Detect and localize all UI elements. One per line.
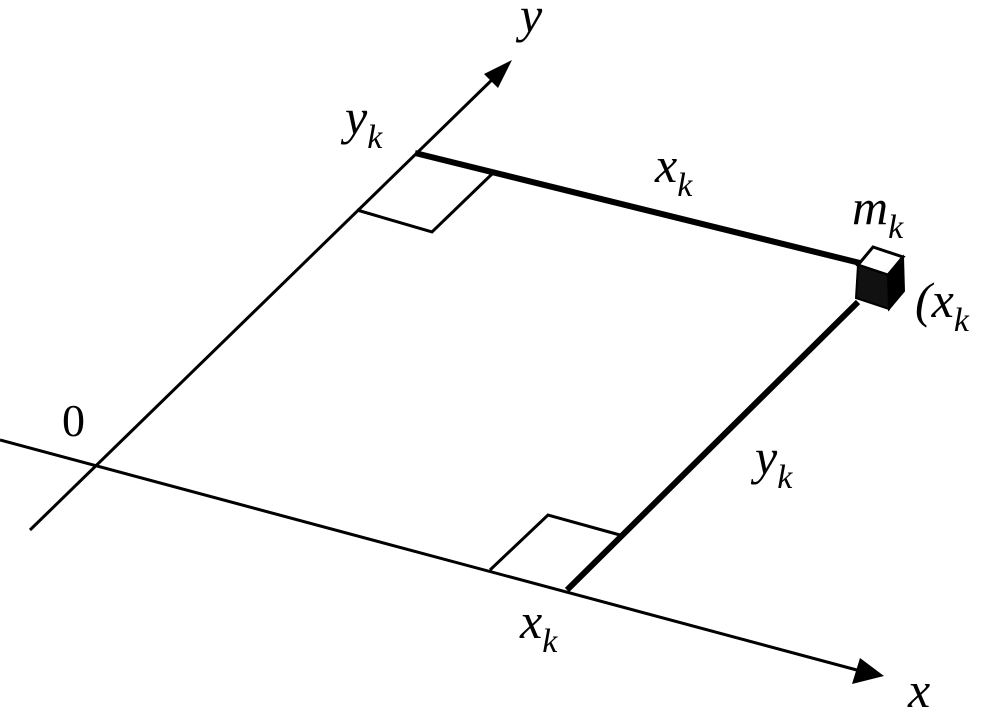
x-tick-label: xk: [520, 593, 557, 659]
x-tick-sub: k: [542, 623, 558, 660]
right-angle-marker-top: [356, 172, 494, 234]
x-axis-line: [0, 438, 869, 675]
right-edge-label: yk: [755, 429, 792, 495]
point-mass-cube: [854, 245, 906, 312]
y-tick-label: yk: [345, 89, 382, 155]
right-edge-line: [564, 299, 861, 593]
y-axis-label: y: [520, 0, 543, 43]
x-tick-base: x: [520, 593, 543, 649]
y-axis-line: [28, 70, 502, 532]
top-edge-line: [414, 150, 861, 266]
mass-label: mk: [852, 179, 903, 245]
mass-sub: k: [888, 209, 904, 246]
top-edge-sub: k: [677, 167, 693, 204]
y-tick-base: y: [345, 89, 368, 145]
y-tick-sub: k: [367, 119, 383, 156]
coordinate-sub: k: [953, 302, 969, 339]
right-angle-marker-bottom: [488, 513, 621, 572]
x-axis-arrowhead: [852, 658, 884, 684]
top-edge-base: x: [655, 137, 678, 193]
mass-base: m: [852, 179, 889, 235]
top-edge-label: xk: [655, 137, 692, 203]
coordinate-label: (xk: [915, 272, 969, 338]
x-axis-label: x: [908, 662, 931, 718]
origin-label: 0: [62, 395, 85, 446]
right-edge-base: y: [755, 429, 778, 485]
right-edge-sub: k: [777, 459, 793, 496]
y-axis-arrowhead: [484, 60, 512, 88]
coordinate-base: (x: [915, 272, 954, 328]
